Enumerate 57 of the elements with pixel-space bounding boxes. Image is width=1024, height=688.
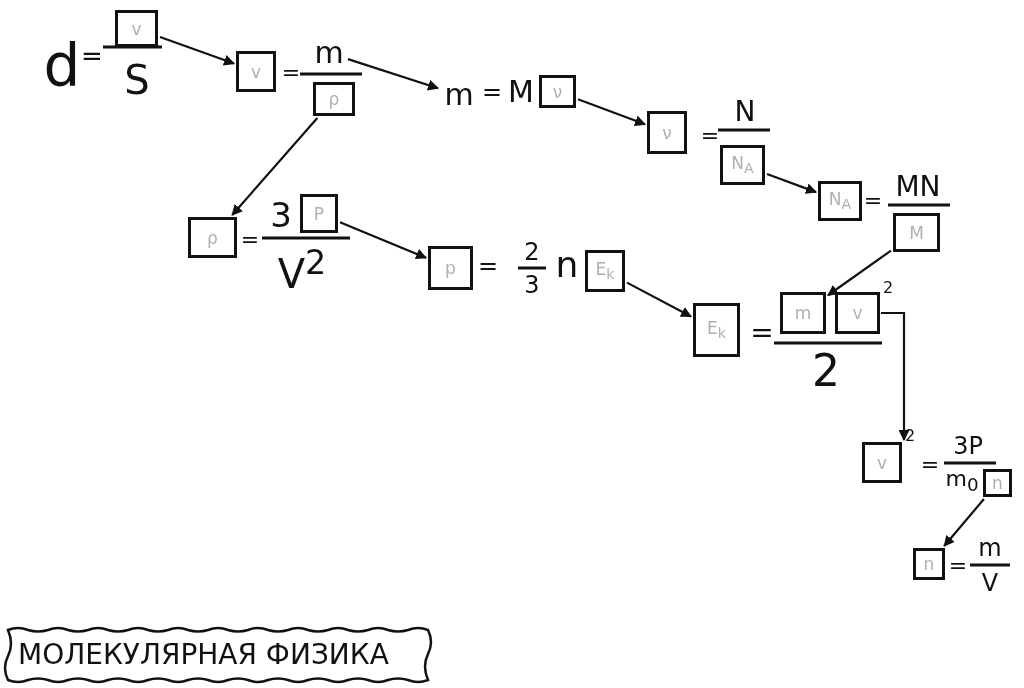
answer-box: p (428, 246, 473, 290)
formula-symbol: V (981, 571, 999, 595)
arrow (626, 281, 692, 318)
formula-symbol: m (440, 78, 478, 112)
formula-symbol: 2 (812, 349, 840, 393)
equals-sign: = (81, 43, 103, 69)
equals-sign: = (700, 125, 720, 147)
answer-box: ν (539, 75, 576, 108)
answer-box: n (983, 469, 1012, 497)
answer-box: P (300, 194, 338, 233)
answer-box: n (913, 548, 945, 580)
formula-symbol: 3 (270, 198, 292, 232)
formula-symbol: 2 (524, 240, 540, 264)
answer-box: m (780, 292, 826, 334)
arrow (827, 249, 892, 297)
arrow (231, 117, 319, 216)
equals-sign: = (481, 80, 503, 104)
answer-box: M (893, 213, 940, 252)
equals-sign: = (281, 62, 301, 84)
answer-box: v (862, 442, 902, 483)
formula-symbol: m (312, 38, 346, 68)
answer-box: ρ (313, 82, 355, 116)
arrow (347, 58, 440, 91)
equals-sign: = (863, 190, 883, 212)
formula-symbol: S (124, 60, 150, 100)
answer-box: E$_{k}$ (693, 303, 740, 357)
equals-sign: = (948, 555, 968, 577)
equals-sign: = (240, 229, 260, 251)
formula-symbol: m (978, 536, 1002, 560)
formula-symbol: d (43, 37, 81, 95)
arrow (159, 35, 236, 66)
equals-sign: = (477, 254, 499, 278)
formula-symbol: 3 (524, 273, 540, 297)
answer-box: v (236, 51, 276, 92)
answer-box: v (835, 292, 880, 334)
answer-box: v (115, 10, 158, 47)
arrow (766, 173, 818, 194)
answer-box: E$_{k}$ (585, 250, 625, 292)
arrow (943, 498, 985, 547)
answer-box: N$_{A}$ (720, 145, 765, 185)
formula-symbol: 3P (953, 434, 983, 458)
answer-box: N$_{A}$ (818, 181, 862, 221)
formula-symbol: n (555, 247, 579, 283)
arrow (881, 311, 910, 442)
equals-sign: = (750, 319, 774, 347)
title: МОЛЕКУЛЯРНАЯ ФИЗИКА (18, 638, 389, 671)
answer-box: ν (647, 111, 687, 154)
formula-symbol: 2 (882, 280, 894, 296)
formula-symbol: MN (895, 173, 941, 201)
arrow (339, 221, 427, 260)
equals-sign: = (920, 454, 940, 476)
formula-symbol: N (734, 98, 756, 126)
formula-symbol: M (508, 77, 534, 107)
formula-symbol: m$_{0}$ (945, 467, 979, 495)
arrow (577, 98, 647, 126)
formula-symbol: V$^{2}$ (277, 245, 327, 295)
answer-box: ρ (188, 217, 237, 258)
